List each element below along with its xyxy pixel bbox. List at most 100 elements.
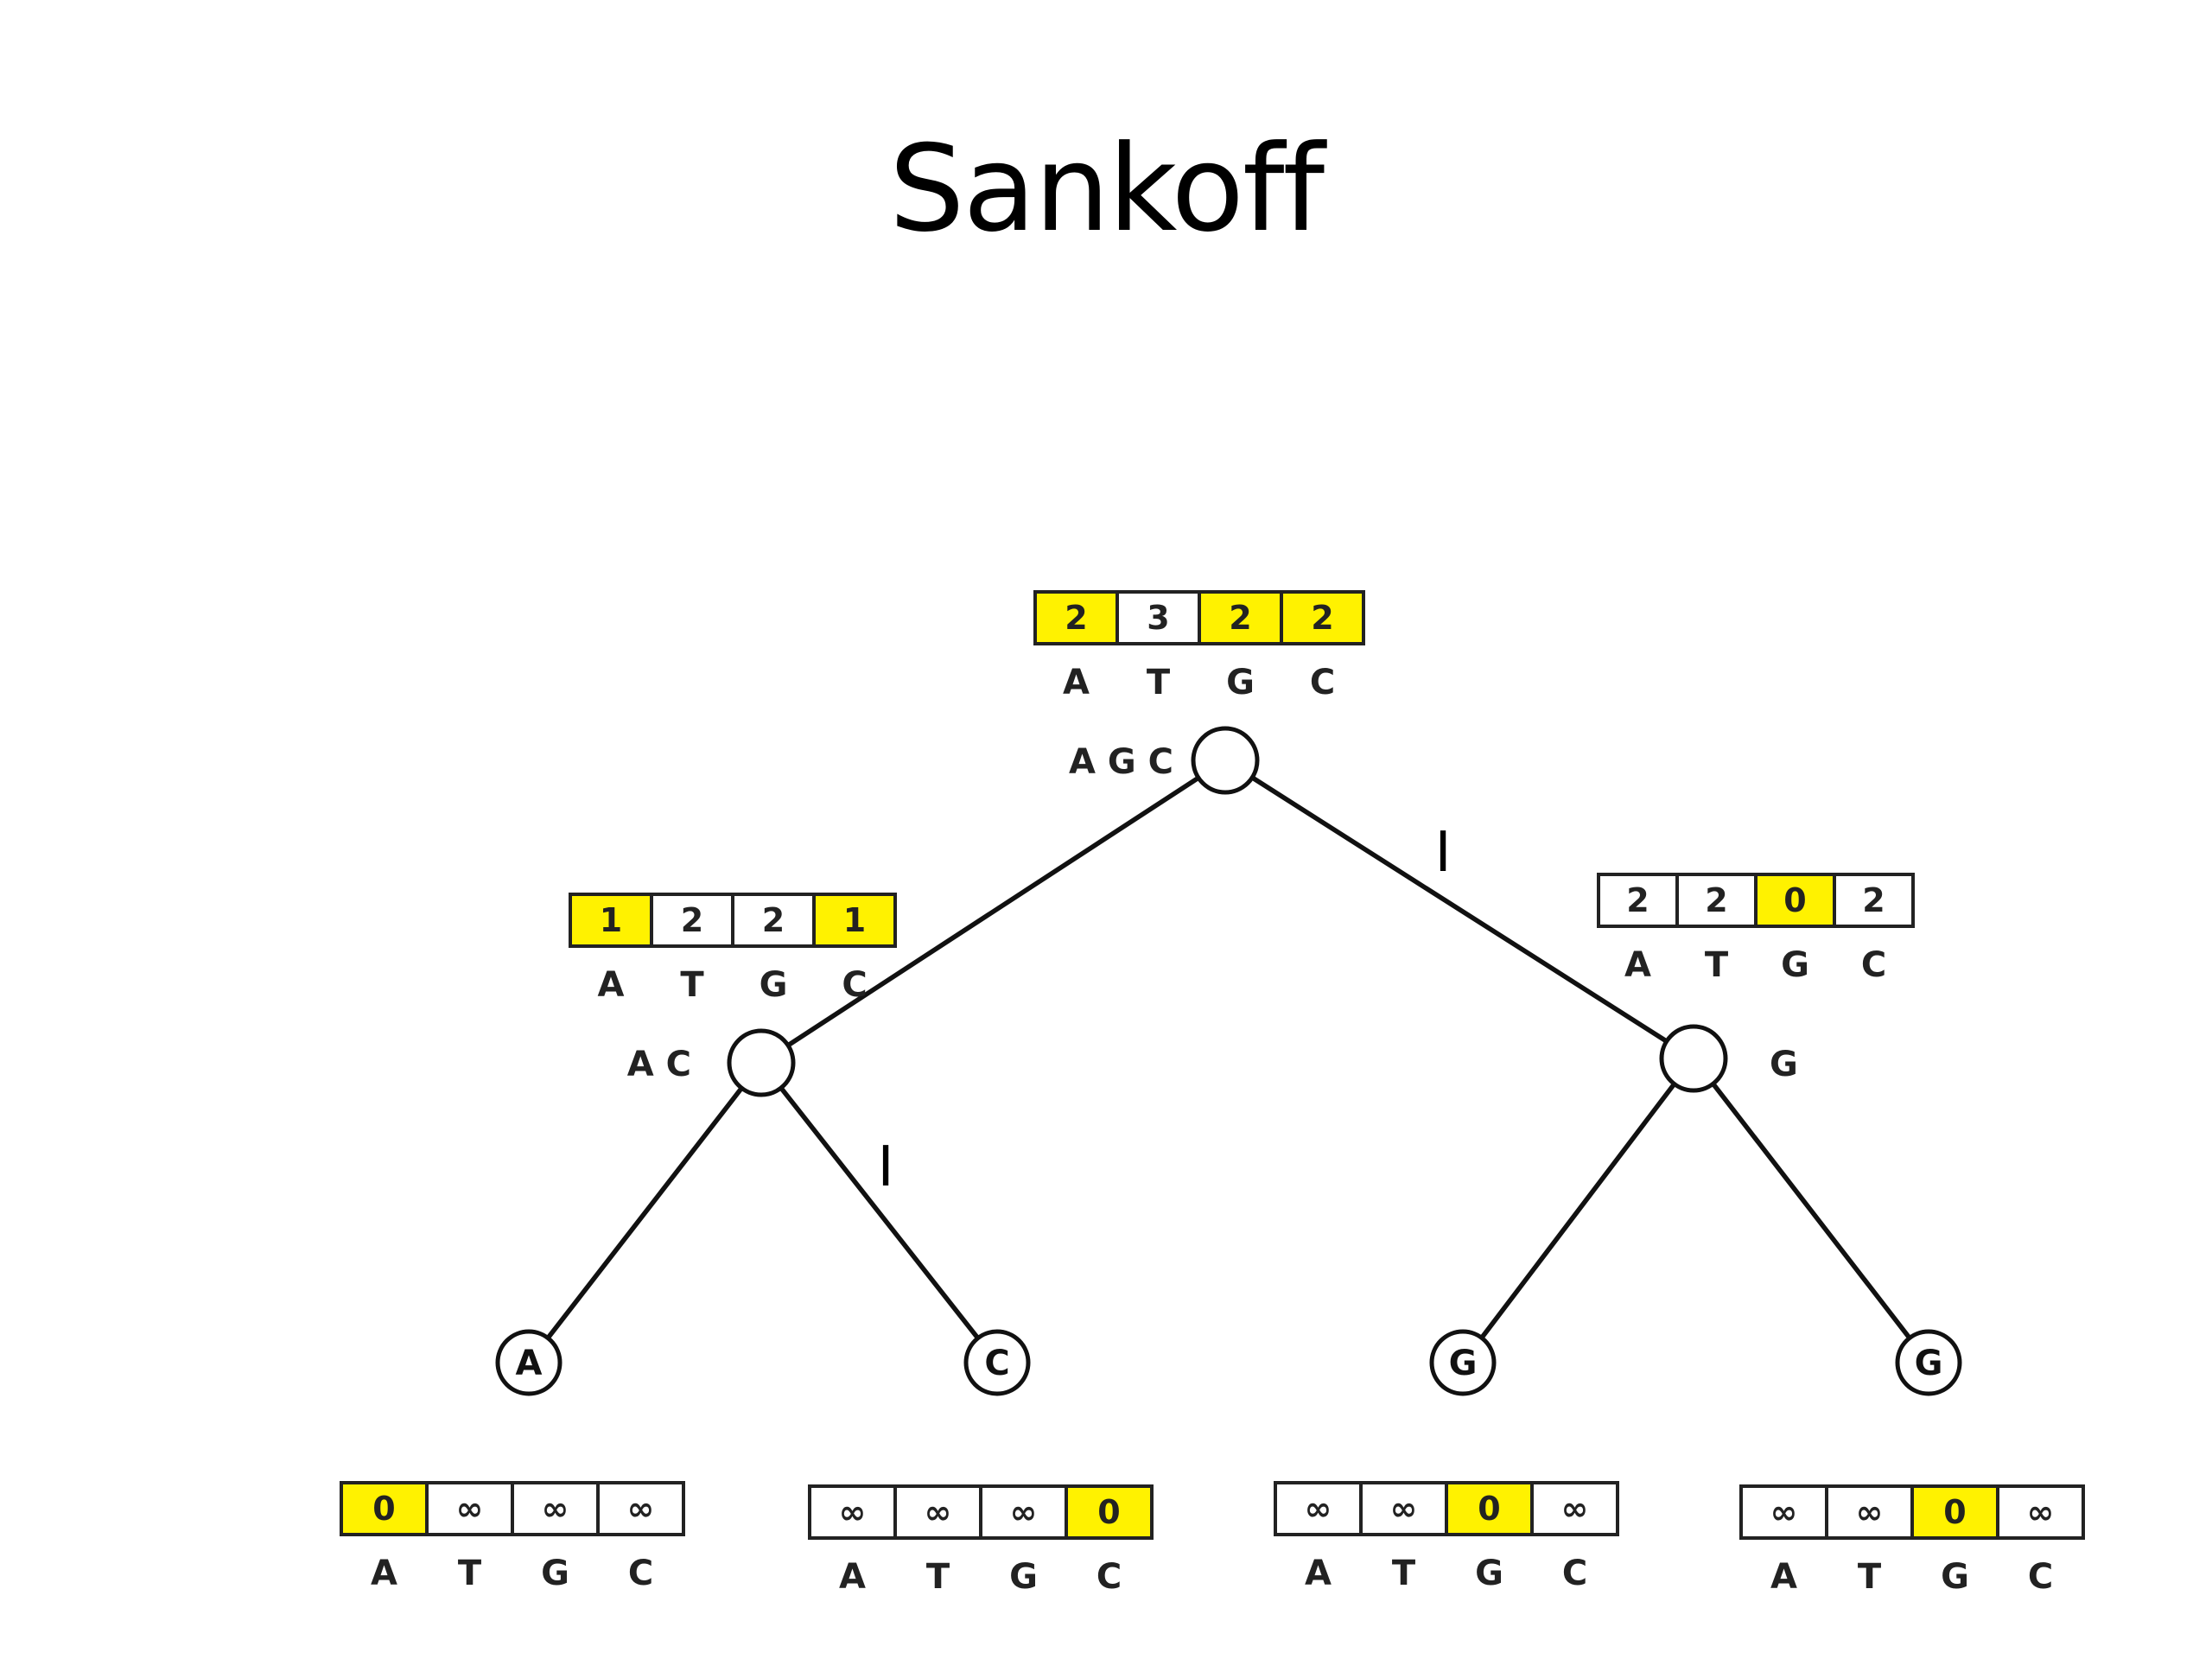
- cost-value: 0: [1943, 1493, 1966, 1531]
- base-label: T: [926, 1557, 950, 1597]
- cost-cell: [1996, 1484, 2085, 1540]
- tree-edges: II: [545, 775, 1912, 1341]
- cost-value: ∞: [1305, 1490, 1332, 1528]
- state-set-label: G: [1770, 1045, 1798, 1084]
- leaf-state-label: C: [984, 1344, 1009, 1383]
- cost-value: ∞: [925, 1493, 952, 1531]
- cost-value: ∞: [1770, 1493, 1798, 1531]
- cost-cell: [511, 1481, 600, 1536]
- base-label: C: [1562, 1554, 1587, 1593]
- cost-value: 0: [372, 1490, 395, 1528]
- cost-value: ∞: [1010, 1493, 1038, 1531]
- cost-table-leaf-3: ∞ ∞ 0 ∞ A T G C: [1274, 1481, 1619, 1593]
- base-label: A: [1063, 663, 1090, 702]
- cost-value: 0: [1097, 1493, 1120, 1531]
- base-label: C: [1310, 663, 1335, 702]
- tree-edge-left-internal-to-leaf-1: [545, 1085, 745, 1341]
- base-label: A: [1305, 1554, 1332, 1593]
- tree-node-left-internal: [727, 1028, 796, 1097]
- cost-cell: [1280, 590, 1365, 645]
- cost-value: ∞: [1856, 1493, 1884, 1531]
- base-label: T: [458, 1554, 482, 1593]
- tree-node-leaf-1: [495, 1329, 563, 1396]
- base-label: A: [1624, 945, 1651, 985]
- cost-cell: [1530, 1481, 1619, 1536]
- cost-value: ∞: [1561, 1490, 1589, 1528]
- tree-edge-right-internal-to-leaf-4: [1710, 1081, 1912, 1341]
- base-label: T: [1392, 1554, 1416, 1593]
- tree-node-leaf-4: [1895, 1329, 1962, 1396]
- tree-edge-root-to-right-internal: [1249, 775, 1669, 1044]
- cost-cell: [731, 893, 816, 948]
- edge-cost-mark: I: [1435, 821, 1452, 885]
- cost-cell: [1033, 590, 1119, 645]
- cost-value: ∞: [1390, 1490, 1418, 1528]
- cost-cell: [1825, 1484, 1914, 1540]
- edge-cost-mark: I: [878, 1135, 894, 1199]
- cost-cell: [650, 893, 734, 948]
- base-label: G: [1226, 663, 1255, 702]
- cost-cell: [893, 1484, 982, 1540]
- cost-value: ∞: [456, 1490, 484, 1528]
- base-label: A: [371, 1554, 397, 1593]
- base-label: C: [842, 965, 867, 1005]
- base-label: A: [1770, 1557, 1797, 1597]
- tree-node-root: [1191, 726, 1260, 795]
- base-label: G: [1941, 1557, 1969, 1597]
- base-label: A: [839, 1557, 866, 1597]
- base-label: G: [1781, 945, 1809, 985]
- cost-value: 2: [681, 901, 703, 939]
- base-label: G: [1009, 1557, 1038, 1597]
- base-label: T: [680, 965, 704, 1005]
- tree-node-right-internal: [1659, 1024, 1728, 1093]
- cost-value: 3: [1147, 599, 1169, 637]
- cost-cell: [1597, 873, 1679, 928]
- cost-value: 2: [1229, 599, 1251, 637]
- cost-value: 2: [762, 901, 785, 939]
- tree-node-leaf-3: [1429, 1329, 1497, 1396]
- cost-cell: [979, 1484, 1068, 1540]
- cost-cell: [425, 1481, 514, 1536]
- base-label: A: [598, 965, 625, 1005]
- cost-table-root: 2 3 2 2A T G C: [1033, 590, 1365, 702]
- cost-cell: [596, 1481, 685, 1536]
- state-set-label: A G C: [1069, 742, 1173, 782]
- base-label: G: [541, 1554, 569, 1593]
- base-label: C: [628, 1554, 653, 1593]
- cost-cell: [1198, 590, 1283, 645]
- base-label: T: [1705, 945, 1729, 985]
- cost-value: 2: [1705, 881, 1727, 919]
- cost-cell: [1675, 873, 1758, 928]
- leaf-state-label: G: [1915, 1344, 1943, 1383]
- cost-cell: [1833, 873, 1915, 928]
- tree-edge-right-internal-to-leaf-3: [1479, 1081, 1677, 1341]
- cost-cell: [1116, 590, 1201, 645]
- cost-value: 2: [1862, 881, 1885, 919]
- base-label: C: [2028, 1557, 2053, 1597]
- cost-value: 2: [1065, 599, 1087, 637]
- cost-value: 0: [1783, 881, 1806, 919]
- cost-cell: [1445, 1481, 1534, 1536]
- tree-edge-left-internal-to-leaf-2: [779, 1085, 981, 1341]
- tree-node-leaf-2: [963, 1329, 1031, 1396]
- base-label: G: [760, 965, 788, 1005]
- cost-value: 2: [1311, 599, 1333, 637]
- state-set-label: A C: [627, 1045, 691, 1084]
- base-label: G: [1475, 1554, 1503, 1593]
- cost-cell: [808, 1484, 897, 1540]
- cost-value: 0: [1478, 1490, 1500, 1528]
- base-label: T: [1147, 663, 1171, 702]
- cost-value: 1: [600, 901, 622, 939]
- cost-value: ∞: [627, 1490, 655, 1528]
- cost-value: ∞: [2027, 1493, 2055, 1531]
- cost-cell: [1065, 1484, 1154, 1540]
- cost-cell: [812, 893, 897, 948]
- leaf-state-label: G: [1449, 1344, 1478, 1383]
- tree-edge-root-to-left-internal: [785, 775, 1201, 1048]
